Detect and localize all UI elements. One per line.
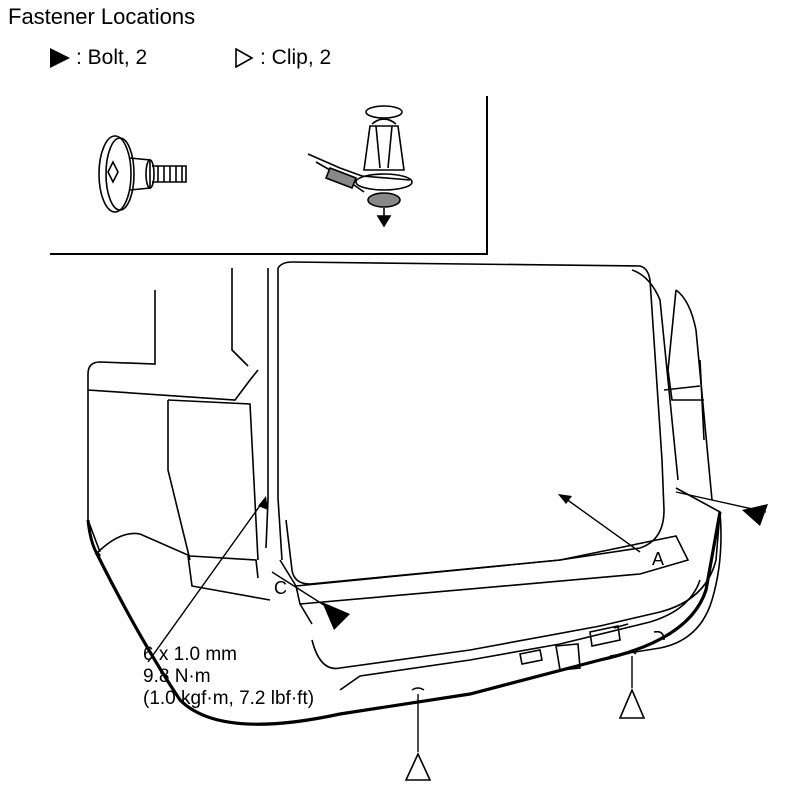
torque-spec-callout: 6 x 1.0 mm 9.8 N·m (1.0 kgf·m, 7.2 lbf·f… [143, 644, 314, 710]
bolt-marker-left [322, 602, 350, 630]
diagram-title: Fastener Locations [8, 4, 196, 29]
bolt-size-text: 6 x 1.0 mm [143, 644, 237, 665]
label-c: C [274, 578, 287, 598]
torque-alt-text: (1.0 kgf·m, 7.2 lbf·ft) [143, 688, 315, 709]
label-a-arrowhead [558, 494, 572, 504]
bolt-marker-right [742, 504, 768, 526]
leader-lines [147, 491, 767, 752]
legend-clip-label: : Clip, 2 [260, 46, 332, 69]
bolt-marker-icon [50, 48, 70, 68]
clip-marker-icon [234, 48, 254, 68]
legend-bolt-label: : Bolt, 2 [76, 46, 148, 69]
spec-leader-arrowhead [258, 496, 268, 510]
torque-nm-text: 9.8 N·m [143, 666, 211, 687]
inset-border [50, 96, 488, 255]
label-a: A [652, 549, 665, 569]
spec-leader [147, 499, 265, 663]
bolt-illustration [98, 135, 187, 213]
vehicle-body [87, 261, 713, 625]
legend-clip: : Clip, 2 [234, 46, 331, 70]
clip-marker-right [618, 687, 646, 719]
label-a-leader [561, 495, 641, 553]
clip-illustration [307, 105, 413, 228]
legend-bolt: : Bolt, 2 [50, 46, 147, 70]
bumper-lower-edge [94, 511, 722, 726]
clip-marker-left [404, 752, 432, 781]
bumper-cover [95, 487, 722, 691]
